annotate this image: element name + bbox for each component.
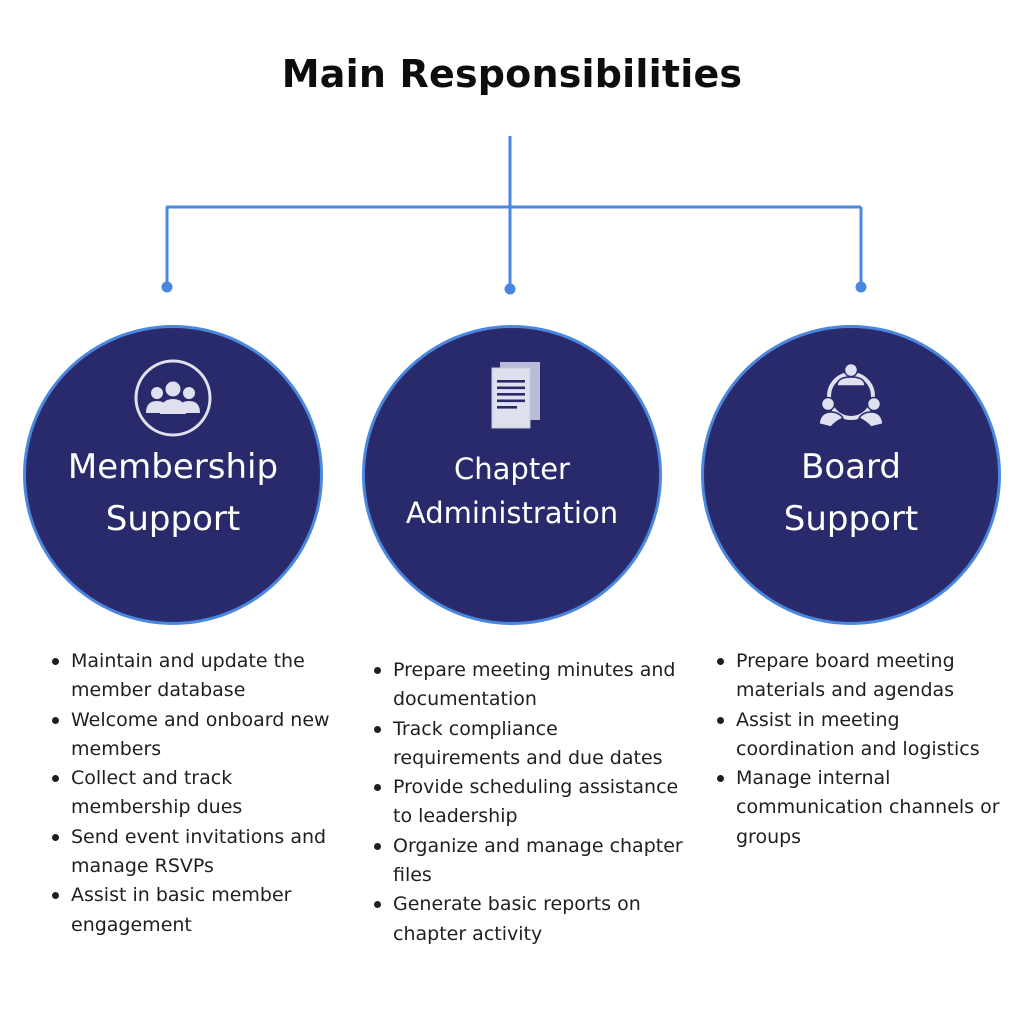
list-item: Collect and track membership dues (49, 764, 339, 823)
chapter-administration-list: Prepare meeting minutes and documentatio… (371, 656, 683, 949)
connector-lines (161, 136, 867, 295)
list-item: Assist in basic member engagement (49, 881, 339, 940)
list-item: Prepare board meeting materials and agen… (714, 647, 1004, 706)
circle-label: Membership Support (26, 441, 320, 545)
list-item: Generate basic reports on chapter activi… (371, 890, 683, 949)
list-item: Organize and manage chapter files (371, 832, 683, 891)
membership-support-list: Maintain and update the member database … (49, 647, 339, 940)
circle-label-line-2: Support (783, 499, 919, 539)
circle-label-line-1: Chapter (454, 452, 570, 486)
list-item: Manage internal communication channels o… (714, 764, 1004, 852)
document-icon (491, 362, 540, 429)
page-title: Main Responsibilities (281, 52, 743, 96)
list-item: Welcome and onboard new members (49, 706, 339, 765)
circle-body: Membership Support (26, 328, 320, 622)
circle-label: Chapter Administration (365, 447, 659, 535)
circle-label-line-1: Membership (67, 447, 279, 487)
list-item: Track compliance requirements and due da… (371, 715, 683, 774)
circle-chapter-administration: Chapter Administration (362, 325, 662, 625)
people-group-icon (134, 359, 212, 437)
list-item: Prepare meeting minutes and documentatio… (371, 656, 683, 715)
list-item: Maintain and update the member database (49, 647, 339, 706)
list-item: Send event invitations and manage RSVPs (49, 823, 339, 882)
circle-label-line-1: Board (801, 447, 901, 487)
list-item: Provide scheduling assistance to leaders… (371, 773, 683, 832)
circle-body: Board Support (704, 328, 998, 622)
connector-dot-left (161, 281, 173, 293)
circle-label-line-2: Administration (405, 496, 619, 530)
circle-label-line-2: Support (105, 499, 241, 539)
circle-label: Board Support (704, 441, 998, 545)
connector-dot-right (855, 281, 867, 293)
circle-membership-support: Membership Support (23, 325, 323, 625)
list-item: Assist in meeting coordination and logis… (714, 706, 1004, 765)
circle-body: Chapter Administration (365, 328, 659, 622)
board-meeting-icon (818, 362, 884, 428)
connector-dot-center (504, 283, 516, 295)
board-support-list: Prepare board meeting materials and agen… (714, 647, 1004, 852)
circle-board-support: Board Support (701, 325, 1001, 625)
